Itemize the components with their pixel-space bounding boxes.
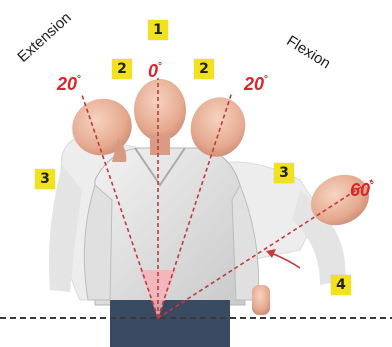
degree-unit: °	[264, 74, 268, 85]
zone-badge-3-extension: 3	[35, 169, 55, 189]
zone-badge-2-flexion: 2	[194, 59, 214, 79]
angle-label-extension-20: 20°	[57, 71, 81, 93]
angle-value: 60	[350, 180, 370, 200]
degree-unit: °	[370, 180, 374, 191]
zone-badge-2-extension: 2	[112, 59, 132, 79]
zone-badge-3-flexion: 3	[274, 163, 294, 183]
angle-label-neutral-0: 0°	[148, 58, 162, 80]
angle-value: 0	[148, 61, 158, 81]
angle-value: 20	[244, 74, 264, 94]
angle-label-flexion-20: 20°	[244, 71, 268, 93]
zone-badge-1: 1	[148, 20, 168, 40]
degree-unit: °	[77, 74, 81, 85]
degree-unit: °	[158, 61, 162, 72]
angle-label-flexion-60: 60°	[350, 177, 374, 199]
angle-value: 20	[57, 74, 77, 94]
zone-badge-4: 4	[331, 275, 351, 295]
head-neutral	[134, 79, 186, 155]
